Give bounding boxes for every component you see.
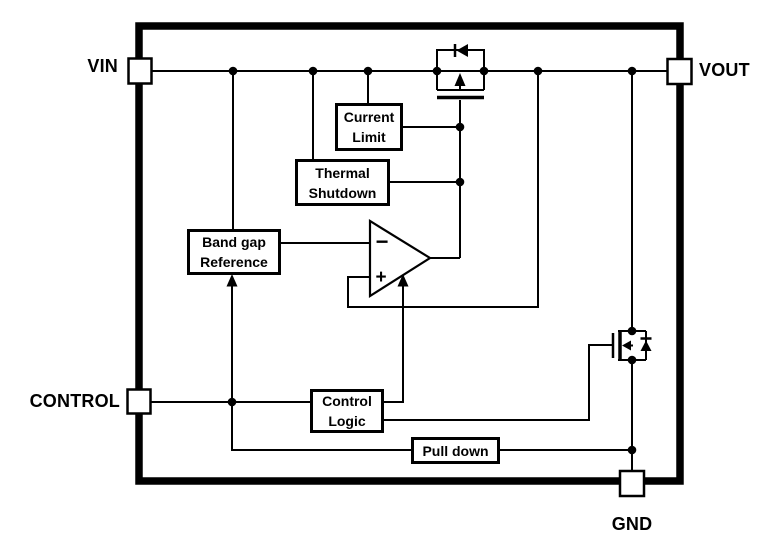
package-pins xyxy=(126,57,693,498)
band-gap-reference-block: Band gap Reference xyxy=(187,229,281,275)
opamp-noninverting-input-sign: + xyxy=(375,267,387,288)
arrow-into-opamp-icon xyxy=(397,274,409,287)
thermal-shutdown-block: Thermal Shutdown xyxy=(295,159,390,206)
control-pin-square xyxy=(126,388,152,415)
thermal-shutdown-label-line1: Thermal xyxy=(315,164,370,181)
current-limit-block: Current Limit xyxy=(335,103,403,151)
junction-dots xyxy=(227,66,637,455)
control-logic-block: Control Logic xyxy=(310,389,384,433)
gnd-pin-label: GND xyxy=(611,514,653,534)
arrow-into-bandgap-icon xyxy=(226,274,238,287)
vin-pin-square xyxy=(127,57,153,85)
arrowheads xyxy=(226,274,409,287)
wire-feedback-to-plus xyxy=(347,71,539,308)
pass-transistor-symbol xyxy=(436,44,485,100)
control-logic-label-line1: Control xyxy=(322,393,372,409)
vout-pin-label: VOUT xyxy=(699,60,750,80)
chip-boundary xyxy=(135,22,684,485)
nmos-substrate-arrow-icon xyxy=(622,340,631,351)
control-logic-label-line2: Logic xyxy=(328,413,366,429)
opamp-inverting-input-sign: − xyxy=(375,229,389,254)
pull-down-label: Pull down xyxy=(422,442,489,459)
gnd-pin-square xyxy=(618,469,646,498)
body-diode-icon xyxy=(456,44,468,57)
thermal-shutdown-label-line2: Shutdown xyxy=(308,184,377,201)
pulldown-transistor-symbol xyxy=(611,330,652,361)
band-gap-label-line2: Reference xyxy=(200,254,268,270)
wire-controllogic-to-opamp xyxy=(383,283,404,403)
vin-pin-label: VIN xyxy=(87,56,118,76)
error-amplifier-symbol xyxy=(368,219,433,298)
pull-down-block: Pull down xyxy=(411,437,500,464)
wire-control-to-pulldown xyxy=(231,402,411,451)
band-gap-label-line1: Band gap xyxy=(202,234,266,250)
wire-controllogic-to-nmos-gate xyxy=(383,344,612,421)
current-limit-label-line2: Limit xyxy=(352,129,386,145)
substrate-arrow-icon xyxy=(454,73,466,86)
vout-pin-square xyxy=(666,57,693,86)
current-limit-label-line1: Current xyxy=(343,109,395,125)
nmos-body-diode-icon xyxy=(640,340,652,351)
control-pin-label: CONTROL xyxy=(29,391,120,411)
